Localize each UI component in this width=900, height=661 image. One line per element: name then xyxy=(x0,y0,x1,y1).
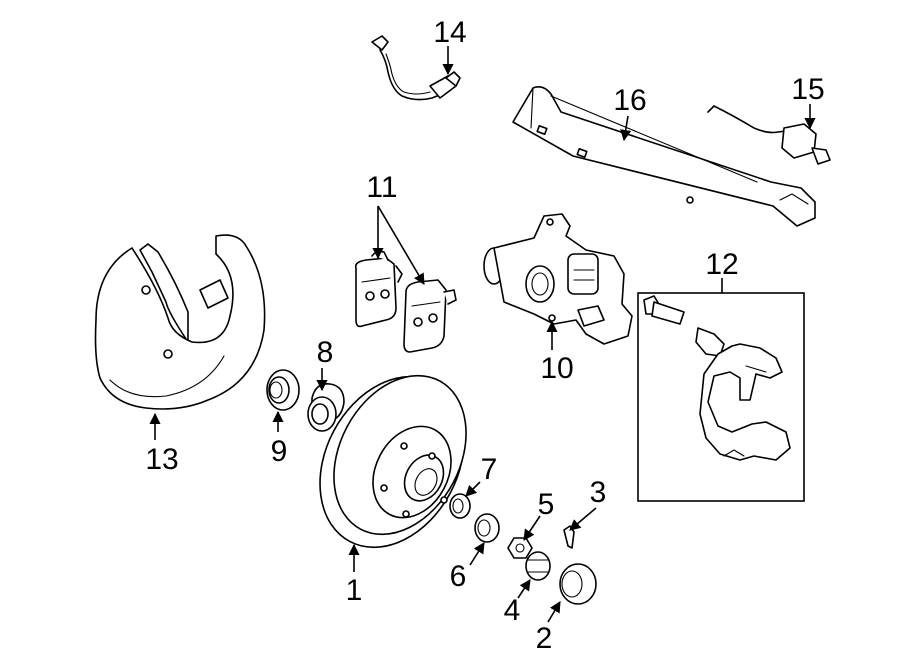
outer-bearing xyxy=(474,513,500,543)
oil-seal xyxy=(266,369,300,411)
nut-lock xyxy=(525,551,551,581)
callout-3: 3 xyxy=(590,476,607,509)
dust-shield-bracket xyxy=(512,86,816,227)
callout-1: 1 xyxy=(346,574,363,607)
backing-plate xyxy=(94,234,266,410)
callout-13: 13 xyxy=(145,443,178,476)
callout-16: 16 xyxy=(613,84,646,117)
callout-8: 8 xyxy=(317,336,334,369)
brake-wear-sensor xyxy=(707,105,831,165)
cotter-pin xyxy=(563,525,575,549)
brake-caliper xyxy=(483,213,633,345)
brake-rotor xyxy=(319,374,467,549)
callout-14: 14 xyxy=(433,16,466,49)
callout-7: 7 xyxy=(481,453,498,486)
brake-hose xyxy=(371,35,461,101)
leader-lines xyxy=(149,46,816,623)
callout-6: 6 xyxy=(450,560,467,593)
callout-11: 11 xyxy=(366,171,397,204)
hub-nut xyxy=(507,537,533,559)
caliper-bracket-kit-box xyxy=(637,292,805,502)
callout-9: 9 xyxy=(271,435,288,468)
outer-bearing-race xyxy=(449,493,471,519)
callout-12: 12 xyxy=(705,248,738,281)
callout-4: 4 xyxy=(504,594,521,627)
callouts: 1 2 3 4 5 6 7 8 9 10 11 12 13 14 15 16 xyxy=(145,16,824,655)
callout-15: 15 xyxy=(791,73,824,106)
brake-pads xyxy=(354,250,457,353)
grease-cap xyxy=(559,563,597,605)
caliper-bracket-kit xyxy=(643,295,791,461)
callout-10: 10 xyxy=(540,352,573,385)
callout-5: 5 xyxy=(538,488,555,521)
callout-2: 2 xyxy=(536,622,553,655)
